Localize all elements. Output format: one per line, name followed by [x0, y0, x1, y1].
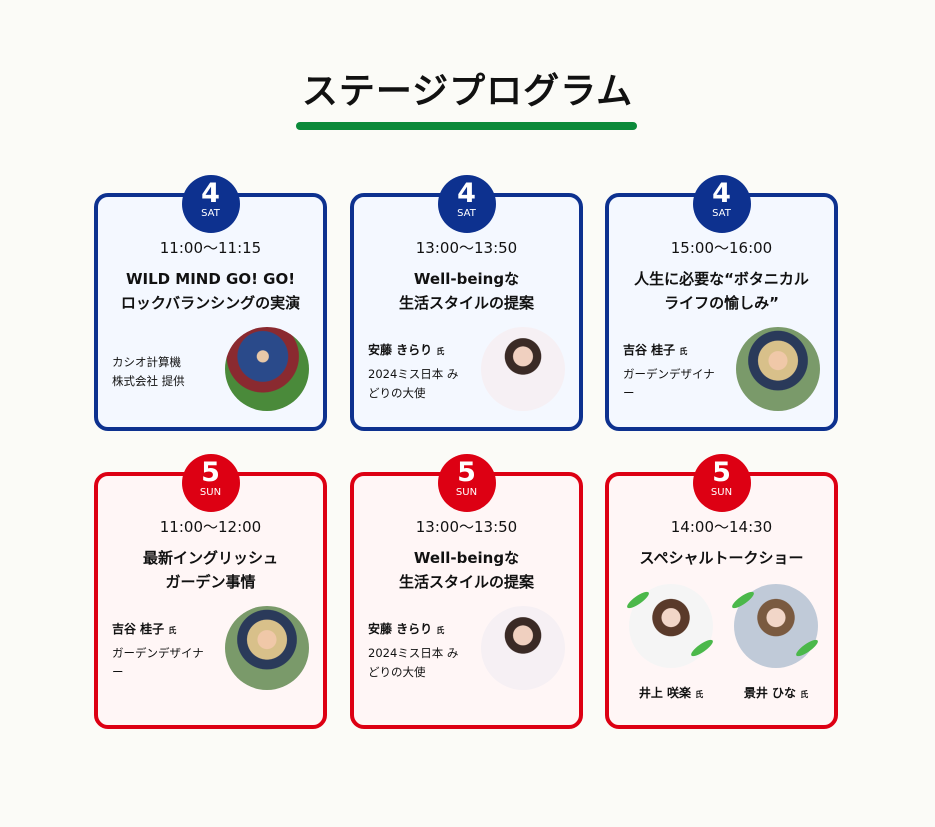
title-line: 生活スタイルの提案 — [398, 573, 534, 591]
day-number: 4 — [712, 178, 731, 209]
day-number: 4 — [201, 178, 220, 209]
title-line: WILD MIND GO! GO! — [125, 270, 296, 288]
day-number: 5 — [712, 457, 731, 488]
speaker-name: 吉谷 桂子 — [623, 343, 676, 357]
speaker-role: ガーデンデザイナー — [112, 646, 204, 679]
honorific: 氏 — [679, 347, 688, 356]
honorific: 氏 — [436, 347, 445, 356]
speaker-role: ガーデンデザイナー — [623, 367, 715, 400]
day-of-week: SAT — [712, 208, 731, 219]
program-time: 13:00〜13:50 — [415, 239, 518, 257]
speaker-info: 安藤 きらり 氏 2024ミス日本 みどりの大使 — [368, 620, 468, 682]
honorific: 氏 — [695, 690, 704, 699]
sponsor-line: カシオ計算機 — [112, 355, 181, 369]
title-line: 人生に必要な“ボタニカル — [634, 270, 809, 288]
title-line: Well-beingな — [413, 549, 520, 567]
program-time: 14:00〜14:30 — [670, 518, 773, 536]
title-line: 最新イングリッシュ — [142, 549, 278, 567]
program-time: 11:00〜11:15 — [159, 239, 262, 257]
title-line: 生活スタイルの提案 — [398, 294, 534, 312]
speaker-block: 景井 ひな 氏 — [730, 584, 820, 701]
speaker-name: 吉谷 桂子 — [112, 622, 165, 636]
honorific: 氏 — [800, 690, 809, 699]
speaker-info: 安藤 きらり 氏 2024ミス日本 みどりの大使 — [368, 341, 468, 403]
program-title: スペシャルトークショー — [609, 546, 834, 570]
title-underline — [296, 122, 637, 130]
day-of-week: SAT — [457, 208, 476, 219]
speaker-block: 井上 咲楽 氏 — [625, 584, 715, 701]
day-of-week: SUN — [710, 487, 733, 498]
title-line: ロックバランシングの実演 — [120, 294, 301, 312]
speaker-name: 井上 咲楽 — [638, 686, 691, 700]
speaker-name: 安藤 きらり — [368, 622, 433, 636]
day-number: 5 — [457, 457, 476, 488]
day-of-week: SUN — [455, 487, 478, 498]
title-line: Well-beingな — [413, 270, 520, 288]
program-title: 人生に必要な“ボタニカルライフの愉しみ” — [609, 267, 834, 315]
day-number: 5 — [201, 457, 220, 488]
speaker-name: 安藤 きらり — [368, 343, 433, 357]
day-number: 4 — [457, 178, 476, 209]
program-time: 15:00〜16:00 — [670, 239, 773, 257]
speaker-photo — [481, 606, 565, 690]
speaker-info: 吉谷 桂子 氏ガーデンデザイナー — [112, 620, 212, 682]
program-time: 11:00〜12:00 — [159, 518, 262, 536]
honorific: 氏 — [436, 626, 445, 635]
sponsor-line: 株式会社 提供 — [112, 374, 185, 388]
day-of-week: SAT — [201, 208, 220, 219]
speaker-role: 2024ミス日本 みどりの大使 — [368, 646, 459, 679]
speaker-photo — [481, 327, 565, 411]
speaker-info: カシオ計算機株式会社 提供 — [112, 353, 224, 391]
speaker-photo — [736, 327, 820, 411]
page-title: ステージプログラム — [301, 71, 634, 112]
speaker-photo — [225, 327, 309, 411]
program-title: Well-beingな生活スタイルの提案 — [354, 267, 579, 315]
speaker-photo — [225, 606, 309, 690]
title-line: スペシャルトークショー — [639, 549, 804, 567]
speaker-role: 2024ミス日本 みどりの大使 — [368, 367, 459, 400]
title-line: ガーデン事情 — [165, 573, 256, 591]
day-of-week: SUN — [199, 487, 222, 498]
program-time: 13:00〜13:50 — [415, 518, 518, 536]
title-line: ライフの愉しみ” — [664, 294, 779, 312]
honorific: 氏 — [168, 626, 177, 635]
program-title: WILD MIND GO! GO! ロックバランシングの実演 — [98, 267, 323, 315]
speaker-name: 景井 ひな — [743, 686, 796, 700]
speaker-info: 吉谷 桂子 氏ガーデンデザイナー — [623, 341, 723, 403]
program-title: 最新イングリッシュガーデン事情 — [98, 546, 323, 594]
program-title: Well-beingな生活スタイルの提案 — [354, 546, 579, 594]
